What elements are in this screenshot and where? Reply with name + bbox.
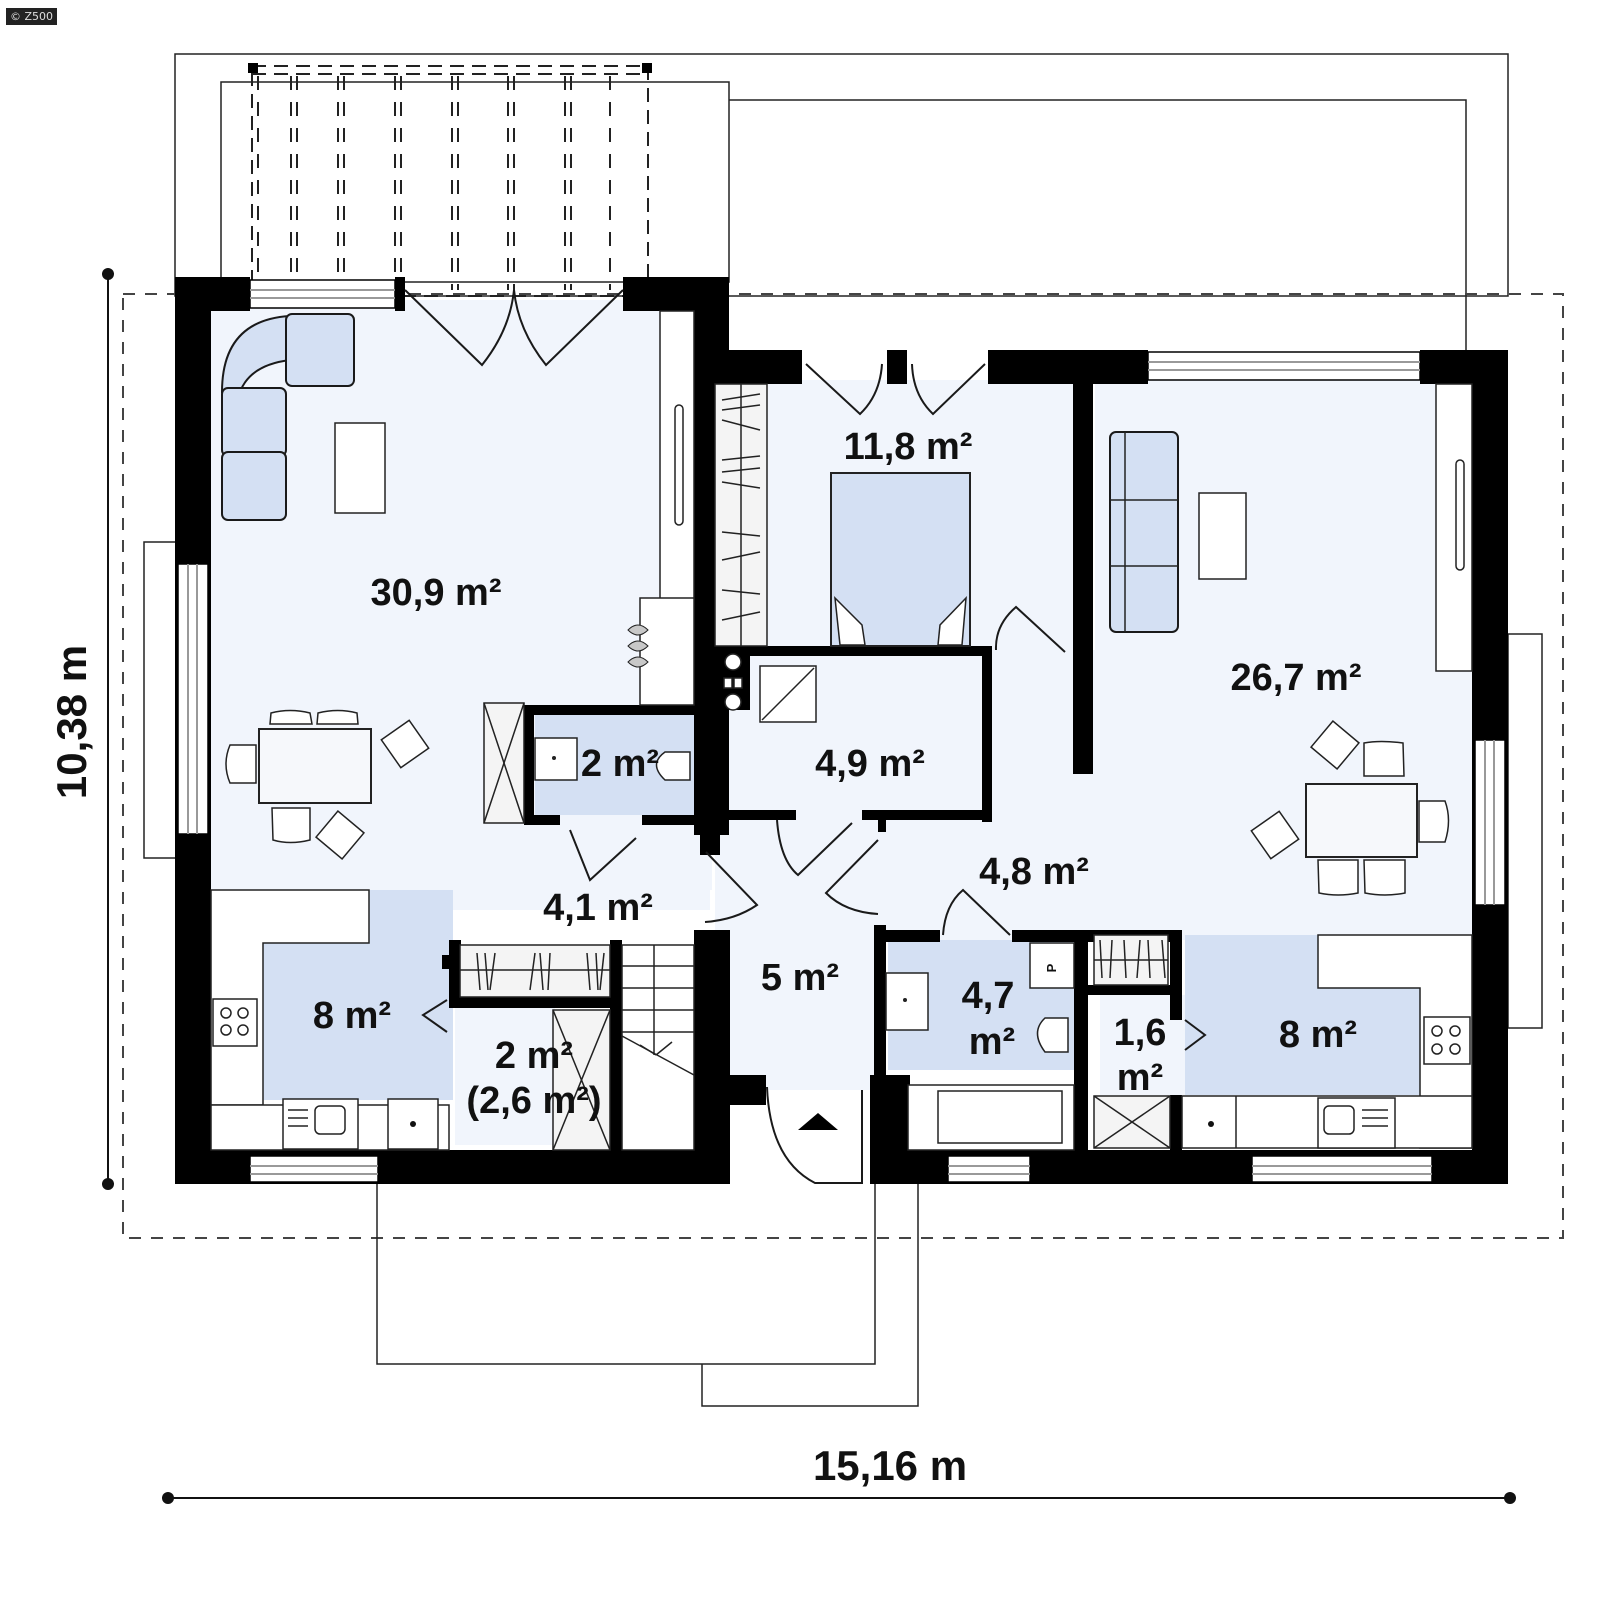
pantry-door[interactable] [421, 999, 448, 1033]
dining-set-icon [225, 709, 430, 861]
boiler-label: P [1044, 963, 1059, 972]
bathtub-icon [937, 1090, 1063, 1144]
utility-door[interactable] [776, 819, 853, 877]
tv-icon [1455, 459, 1465, 571]
room-label-vestibule: 5 m² [761, 957, 839, 999]
room-label-utility: 4,9 m² [815, 743, 925, 785]
dining-set-icon [1250, 719, 1450, 896]
room-labels: 30,9 m² 11,8 m² 26,7 m² 2 m² 4,9 m² 4,1 … [313, 426, 1362, 1122]
corner-sofa-icon [220, 313, 355, 521]
sink-icon [534, 737, 578, 781]
toilet-icon [655, 751, 691, 781]
dimension-height: 10,38 m [48, 268, 114, 1190]
height-dimension-label: 10,38 m [48, 645, 95, 799]
closet-door[interactable] [1184, 1019, 1207, 1051]
windows [177, 279, 1506, 1183]
room-label-bathroom-unit: m² [969, 1021, 1015, 1063]
bedroom-door-left[interactable] [805, 363, 883, 416]
terrace-door-right[interactable] [513, 289, 624, 367]
hall-door-left[interactable] [704, 851, 759, 923]
room-label-hall-left: 4,1 m² [543, 887, 653, 929]
tv-icon [674, 404, 684, 526]
doors [404, 289, 1207, 1184]
staircase [621, 944, 695, 1151]
hob-icon [1423, 1016, 1471, 1065]
room-label-wc: 2 m² [581, 743, 659, 785]
room-label-kitchen-left: 8 m² [313, 995, 391, 1037]
room-label-living-left: 30,9 m² [371, 572, 502, 614]
dimension-width: 15,16 m [162, 1442, 1516, 1504]
boiler-icon [1029, 942, 1075, 989]
toilet-icon [1036, 1017, 1069, 1053]
terrace-door-left[interactable] [404, 289, 515, 367]
terrace-outlines [122, 53, 1564, 1407]
bath-sink-icon [885, 972, 929, 1031]
coffee-table-icon [1198, 492, 1247, 580]
room-label-bedroom: 11,8 m² [844, 426, 973, 468]
room-label-kitchen-right: 8 m² [1279, 1014, 1357, 1056]
bedroom-door-right[interactable] [911, 363, 986, 416]
hall-door-right[interactable] [824, 839, 879, 915]
room-label-closet: 1,6 [1114, 1012, 1167, 1054]
width-dimension-label: 15,16 m [813, 1442, 967, 1489]
watermark: © Z500 [6, 8, 58, 25]
radiator-icon [627, 624, 649, 668]
room-label-living-right: 26,7 m² [1231, 657, 1362, 699]
sofa-icon [1109, 431, 1179, 633]
room-label-pantry-gross: (2,6 m²) [466, 1080, 601, 1122]
room-label-hall-right: 4,8 m² [979, 851, 1089, 893]
coffee-table-icon [334, 422, 386, 514]
entrance-door[interactable] [766, 1086, 863, 1184]
room-label-closet-unit: m² [1117, 1057, 1163, 1099]
hob-icon [212, 998, 258, 1047]
room-label-pantry: 2 m² [495, 1035, 573, 1077]
room-label-bathroom: 4,7 [962, 975, 1015, 1017]
bathroom-door[interactable] [942, 888, 1011, 936]
entrance-arrow-icon [798, 1113, 838, 1130]
furniture [210, 310, 1473, 1151]
bedroom-hall-door[interactable] [994, 605, 1066, 653]
wc-door[interactable] [569, 829, 637, 882]
